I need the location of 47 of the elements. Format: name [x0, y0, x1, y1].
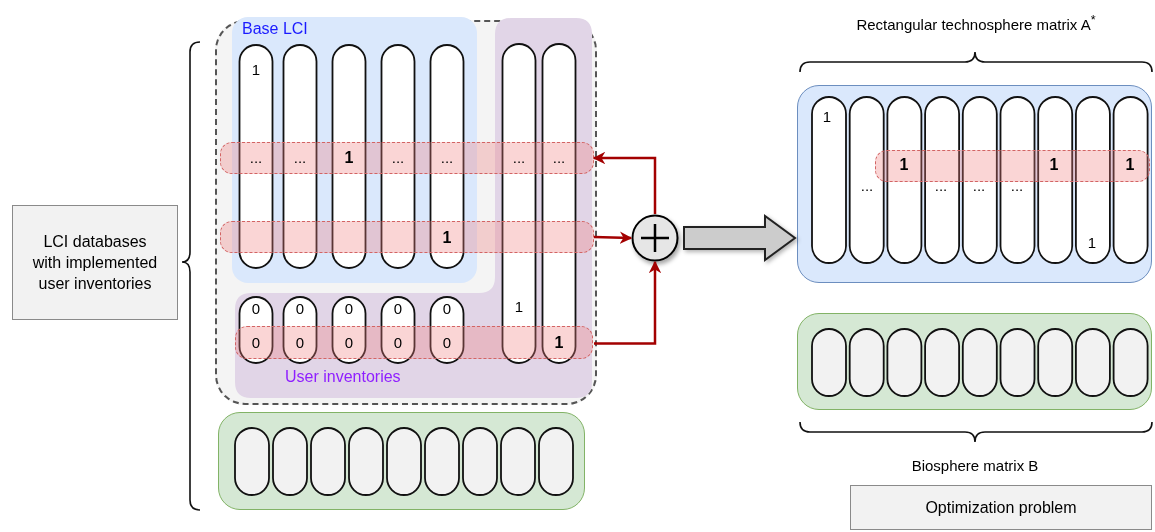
panel-title: User inventories [285, 368, 401, 385]
cell-value: 0 [251, 300, 261, 318]
cell-value: 1 [442, 229, 452, 247]
cell-value: 0 [295, 334, 305, 352]
cell-value: ... [934, 177, 948, 195]
cell-value: 1 [1125, 156, 1135, 174]
arrow [592, 151, 657, 214]
cell-value: 0 [393, 334, 403, 352]
cell-value: 0 [251, 334, 261, 352]
panel-title: Base LCI [242, 20, 308, 37]
label-box [12, 205, 178, 320]
cell-value: ... [552, 149, 566, 167]
cell-value: 1 [514, 298, 524, 316]
row-highlight [220, 221, 594, 253]
block-arrow [683, 214, 797, 262]
row-highlight [874, 149, 1150, 182]
cell-value: 1 [1087, 234, 1097, 252]
box-label: Optimization problem [925, 498, 1077, 517]
cell-value: ... [512, 149, 526, 167]
cell-value: 0 [442, 300, 452, 318]
cell-value: ... [1010, 177, 1024, 195]
cell-value: 1 [899, 156, 909, 174]
cell-value: 0 [295, 300, 305, 318]
cell-value: ... [391, 149, 405, 167]
matrix-caption: Rectangular technosphere matrix A$^{*}$ [856, 16, 1096, 33]
matrix-caption: Biosphere matrix B [911, 457, 1039, 475]
cell-value: 1 [251, 61, 261, 79]
cell-value: 0 [344, 334, 354, 352]
cell-value: 0 [393, 300, 403, 318]
cell-value: ... [293, 149, 307, 167]
label-box [850, 485, 1152, 530]
cell-value: 1 [1049, 156, 1059, 174]
box-label: LCI databases with implemented user inventories [31, 232, 159, 294]
cell-value: 1 [344, 149, 354, 167]
cell-value: ... [249, 149, 263, 167]
cell-value: 0 [442, 334, 452, 352]
arrow [593, 231, 633, 244]
cell-value: ... [860, 177, 874, 195]
cell-value: 1 [822, 108, 832, 126]
cell-value: ... [972, 177, 986, 195]
row-highlight [234, 325, 593, 359]
cell-value: ... [440, 149, 454, 167]
arrow [594, 260, 662, 345]
row-highlight [220, 142, 594, 174]
cell-value: 1 [554, 334, 564, 352]
cell-value: 0 [344, 300, 354, 318]
plus-circle [631, 214, 679, 262]
